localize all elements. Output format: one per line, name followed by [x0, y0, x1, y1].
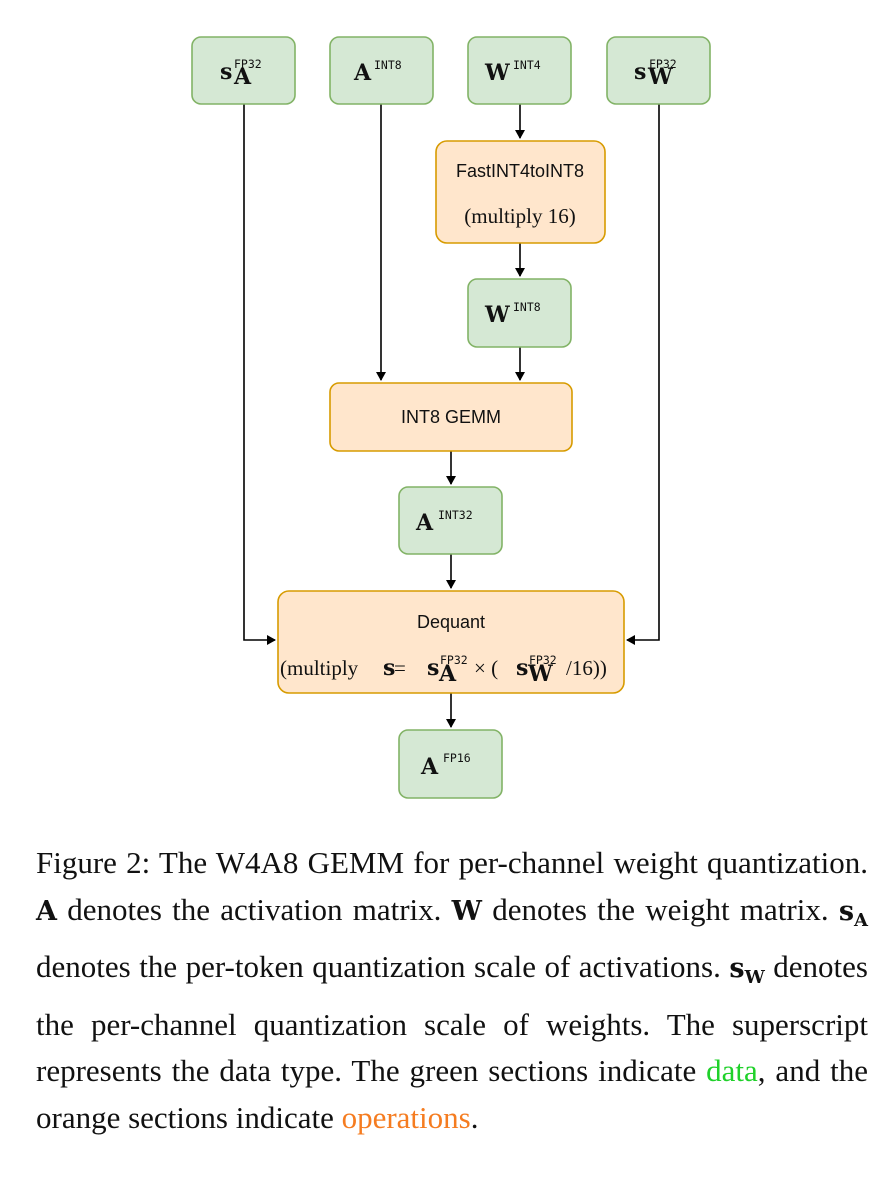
node-dequant: Dequant (multiply s = s A FP32 × ( s W F…: [277, 590, 625, 694]
node-gemm-label: INT8 GEMM: [401, 407, 501, 427]
node-A-fp16-base: A: [420, 754, 439, 780]
node-fast-sublabel: (multiply 16): [464, 204, 575, 228]
node-A-int32-base: A: [415, 510, 434, 536]
dequant-formula-s: s: [383, 655, 395, 681]
node-W-int8: W INT8: [467, 278, 572, 348]
node-A-fp16: A FP16: [398, 729, 503, 799]
dequant-formula-open: (multiply: [280, 656, 359, 680]
node-sA-fp32-sub: A: [233, 64, 252, 90]
node-sA-fp32: s A FP32: [191, 36, 296, 105]
node-W-int8-base: W: [484, 302, 510, 328]
dequant-formula-sA-sub: A: [438, 661, 457, 687]
caption-symbol-sW-base: s: [729, 953, 745, 984]
node-fast-label: FastINT4toINT8: [456, 161, 584, 181]
node-A-int8-sup: INT8: [374, 58, 402, 72]
node-A-int8: A INT8: [329, 36, 434, 105]
node-W-int4-base: W: [484, 60, 510, 86]
caption-text-6: , and the orange sections indicate: [36, 1053, 868, 1135]
node-sW-fp32-sup: FP32: [649, 57, 677, 71]
edge-sW-to-dequant: [626, 104, 660, 645]
node-A-int32-sup: INT32: [438, 508, 473, 522]
node-A-int32: A INT32: [398, 486, 503, 555]
caption-symbol-W: W: [451, 895, 482, 927]
caption-symbol-A: A: [36, 895, 57, 927]
figure-caption: Figure 2: The W4A8 GEMM for per-channel …: [36, 840, 868, 1141]
w4a8-gemm-diagram: s A FP32 A INT8 W INT4 s W FP32 FastINT4…: [191, 36, 711, 799]
node-int8-gemm: INT8 GEMM: [329, 382, 573, 452]
node-fast-int4-to-int8: FastINT4toINT8 (multiply 16): [435, 140, 606, 244]
node-dequant-label: Dequant: [417, 612, 485, 632]
node-W-int4: W INT4: [467, 36, 572, 105]
node-sW-fp32-sub: W: [647, 64, 673, 90]
dequant-formula-times: × (: [474, 656, 498, 680]
caption-symbol-sA-sub: A: [854, 909, 868, 931]
dequant-formula-sA-sup: FP32: [440, 653, 468, 667]
edges: [243, 104, 660, 728]
dequant-formula-sW-sub: W: [527, 661, 553, 687]
dequant-formula-sW-sup: FP32: [529, 653, 557, 667]
caption-text-3: denotes the weight matrix.: [481, 891, 839, 927]
node-sA-fp32-base: s: [220, 59, 232, 85]
node-A-fp16-sup: FP16: [443, 751, 471, 765]
caption-text-1: Figure 2: The W4A8 GEMM for per-channel …: [36, 845, 868, 880]
dequant-formula-sA-base: s: [427, 655, 439, 681]
caption-data-word: data: [706, 1053, 758, 1088]
node-sW-fp32: s W FP32: [606, 36, 711, 105]
edge-sA-to-dequant: [243, 104, 276, 645]
node-A-int8-base: A: [353, 60, 372, 86]
caption-text-2: denotes the activation matrix.: [56, 891, 452, 927]
caption-text-4: denotes the per-token quantization scale…: [36, 949, 730, 984]
caption-symbol-sW-sub: W: [744, 967, 765, 988]
caption-operations-word: operations: [341, 1099, 471, 1135]
node-W-int4-sup: INT4: [513, 58, 541, 72]
dequant-formula-sW-base: s: [516, 655, 528, 681]
caption-symbol-sA-base: s: [838, 895, 855, 927]
node-sA-fp32-sup: FP32: [234, 57, 262, 71]
dequant-formula-close: /16)): [566, 656, 607, 680]
caption-text-7: .: [470, 1099, 479, 1135]
caption-text-5: denotes the per-channel quantization sca…: [36, 949, 868, 1088]
dequant-formula-eq: =: [394, 656, 406, 680]
dequant-formula: (multiply s = s A FP32 × ( s W FP32 /16)…: [280, 653, 607, 687]
node-sW-fp32-base: s: [634, 59, 646, 85]
node-W-int8-sup: INT8: [513, 300, 541, 314]
